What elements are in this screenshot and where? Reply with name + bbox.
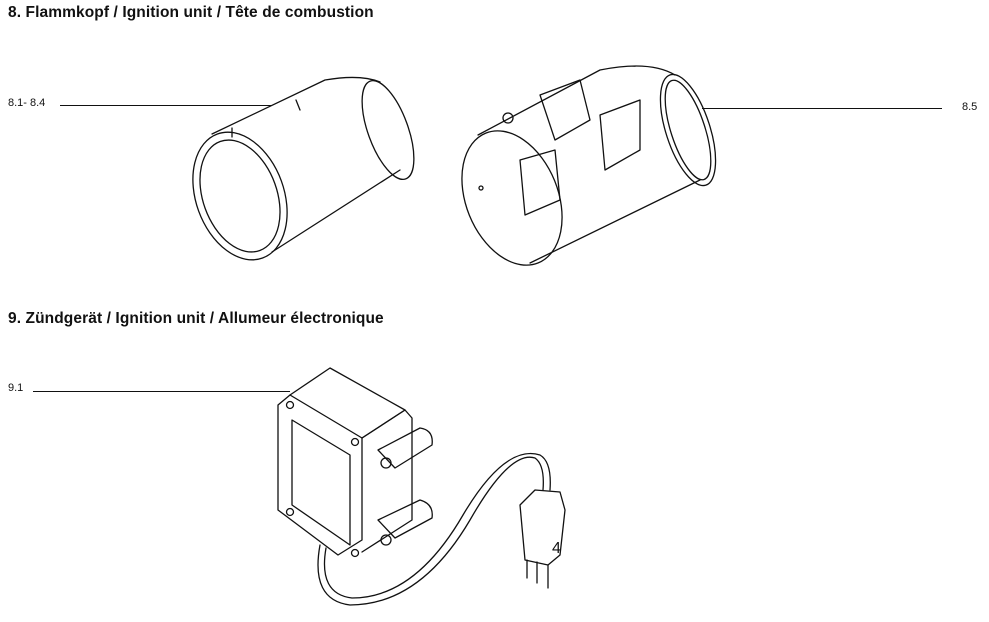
leader-line-8-5 [702,108,942,109]
ignition-transformer-drawing [277,367,566,606]
leader-line-8-1 [60,105,272,106]
leader-line-9-1 [33,391,290,392]
section-9-heading: 9. Zündgerät / Ignition unit / Allumeur … [8,310,384,327]
plug-number: 4 [552,540,561,557]
callout-9-1: 9.1 [8,382,24,394]
callout-8-1-8-4: 8.1- 8.4 [8,97,46,109]
callout-8-5: 8.5 [962,101,978,113]
combustion-head-drawing [461,65,717,266]
section-8-heading: 8. Flammkopf / Ignition unit / Tête de c… [8,4,374,21]
flame-tube-drawing [192,76,415,261]
